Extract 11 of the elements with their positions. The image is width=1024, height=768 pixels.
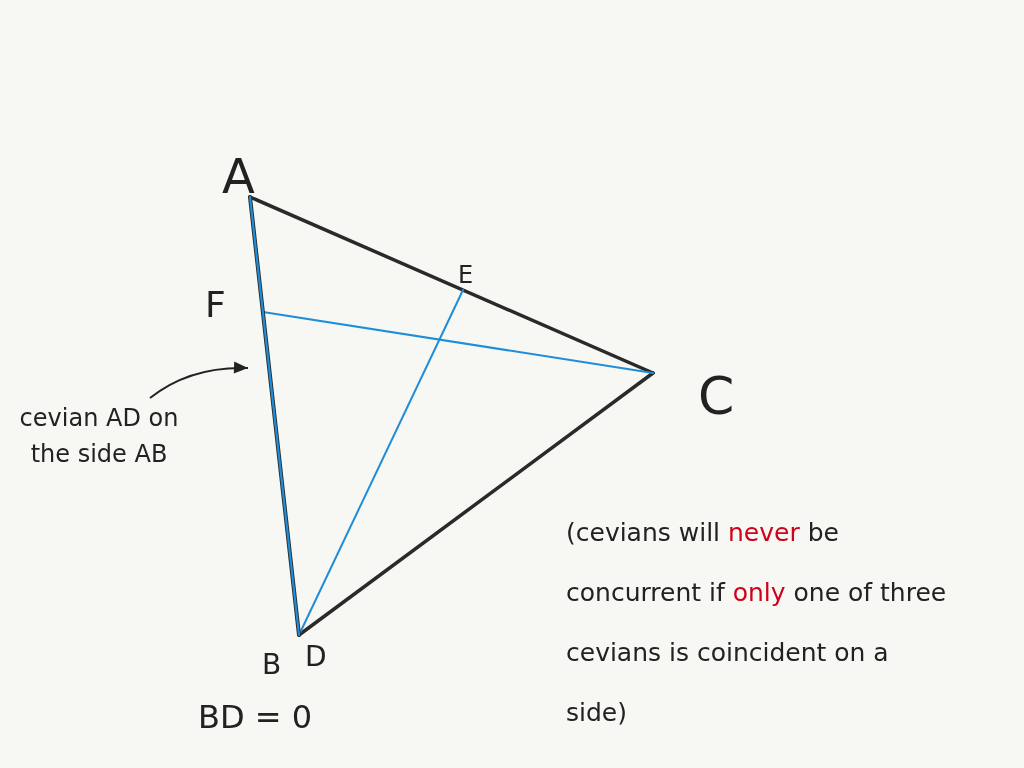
triangle-side [248,195,301,637]
leader-arrow [149,361,249,399]
point-label: B [262,650,282,681]
point-label: A [222,150,255,203]
annotation-text: cevian AD on the side AB [4,400,194,472]
point-label: C [698,368,735,426]
point-label: E [458,262,474,289]
equation-text: BD = 0 [198,700,313,736]
point-label: D [305,642,327,673]
point-label: F [205,285,226,325]
note-text: (cevians will never be concurrent if only one of three cevians is coincident on a side) [566,517,948,729]
